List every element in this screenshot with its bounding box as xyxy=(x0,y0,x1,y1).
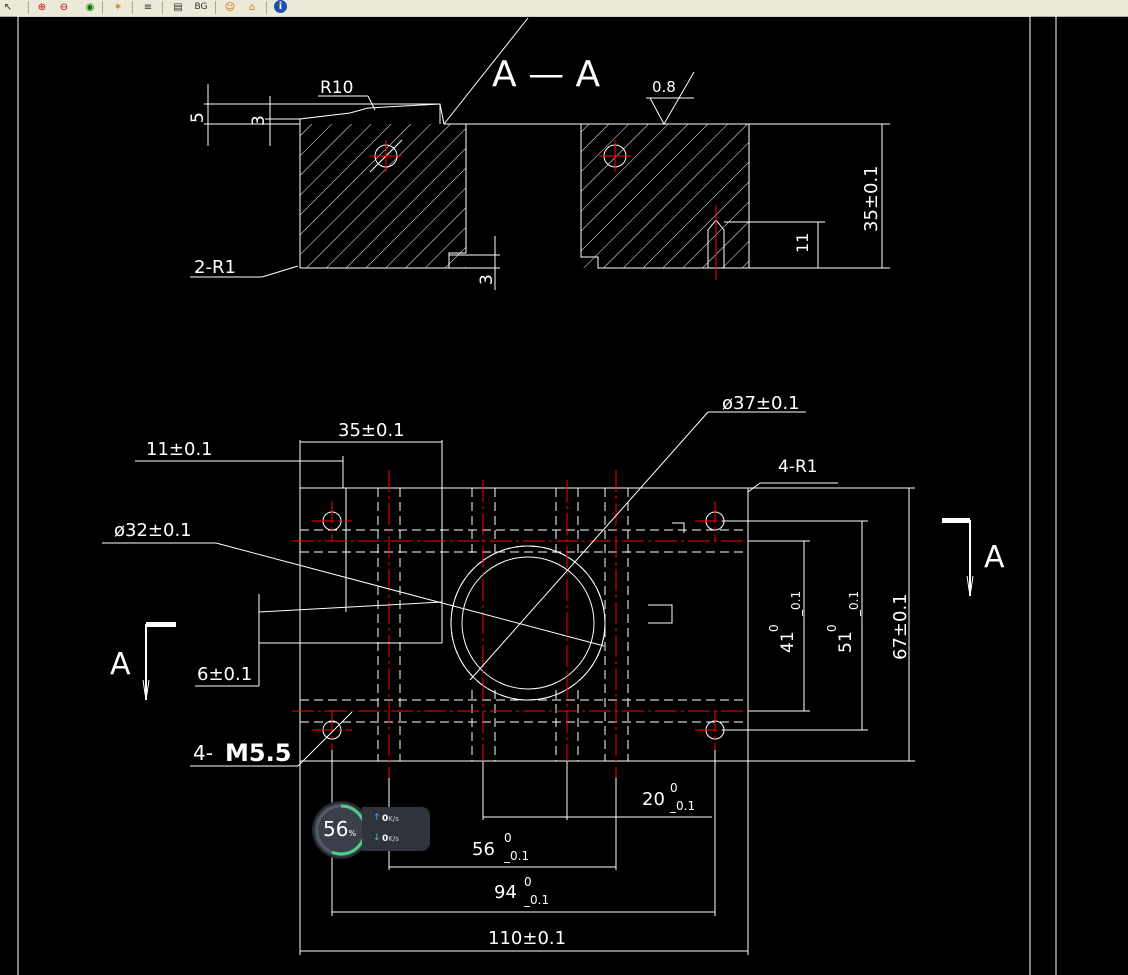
toolbar-separator xyxy=(162,1,163,14)
drawing-frame xyxy=(17,16,1057,975)
upload-arrow-icon: ↑ xyxy=(373,813,381,823)
dim20-tol-zero: 0 xyxy=(670,781,678,795)
roughness-label: 0.8 xyxy=(652,78,676,96)
dia32-label: ø32±0.1 xyxy=(114,520,192,541)
section-mark-right: A xyxy=(984,540,1005,575)
dim35-plan-label: 35±0.1 xyxy=(338,420,405,441)
r1-plan-label: 4-R1 xyxy=(778,457,818,477)
download-arrow-icon: ↓ xyxy=(373,833,381,843)
toolbar-separator xyxy=(102,1,103,14)
upload-unit: K/s xyxy=(388,815,399,823)
section-arrows xyxy=(142,518,974,701)
dim51-tol-neg: _0.1 xyxy=(847,591,861,617)
toolbar-separator xyxy=(132,1,133,14)
zoom-previous-icon[interactable]: ⊖ xyxy=(59,1,69,13)
download-unit: K/s xyxy=(388,835,399,843)
usage-dial: 56% xyxy=(312,801,370,859)
network-speed-widget[interactable]: 56% ↑ ↓ 0K/s 0K/s xyxy=(312,801,430,859)
match-properties-icon[interactable]: ✶ xyxy=(113,1,123,13)
section-title: A — A xyxy=(492,54,601,95)
plan-dimensions xyxy=(102,411,915,955)
layer-icon[interactable]: ≡ xyxy=(143,1,153,13)
pan-icon[interactable]: ◉ xyxy=(85,1,95,13)
plan-text: 11±0.1 35±0.1 ø37±0.1 4-R1 ø32±0.1 6±0.1… xyxy=(110,393,1005,949)
thread-prefix-label: 4- xyxy=(193,741,213,765)
dim94-label: 94 xyxy=(494,882,517,903)
plan-view xyxy=(299,440,749,762)
dim56-label: 56 xyxy=(472,839,495,860)
dim41-tol-zero: 0 xyxy=(767,624,781,632)
dim41-label: 41 xyxy=(778,631,798,653)
dim94-tol-zero: 0 xyxy=(524,875,532,889)
user-icon[interactable]: ☺ xyxy=(224,1,236,13)
plan-centerlines xyxy=(292,470,760,778)
zoom-window-icon[interactable]: ⊕ xyxy=(37,1,47,13)
toolbar-separator xyxy=(28,1,29,14)
toolbar: ↖ ⊕ ⊖ ◉ ✶ ≡ ▤ BG ☺ ⌂ i xyxy=(0,0,1128,17)
cad-drawing-canvas[interactable]: A — A R10 5 3 0.8 35±0.1 11 3 2-R1 xyxy=(0,16,1128,975)
dia37-label: ø37±0.1 xyxy=(722,393,800,414)
rate-panel: ↑ ↓ 0K/s 0K/s xyxy=(362,807,430,851)
bg-label: BG xyxy=(194,2,208,12)
r1-label: 2-R1 xyxy=(194,257,236,278)
dim3-bottom-label: 3 xyxy=(477,274,497,285)
dim3-top-label: 3 xyxy=(249,115,269,126)
dim35-label: 35±0.1 xyxy=(861,165,882,232)
dim11-label: 11 xyxy=(793,233,812,253)
dim51-label: 51 xyxy=(836,631,856,653)
section-text: A — A R10 5 3 0.8 35±0.1 11 3 2-R1 xyxy=(188,54,882,285)
plan-hidden-lines xyxy=(300,488,748,761)
dim20-label: 20 xyxy=(642,789,665,810)
bg-icon[interactable]: BG xyxy=(192,0,210,14)
upload-rate: 0 xyxy=(382,814,389,824)
section-view xyxy=(299,17,750,269)
download-rate: 0 xyxy=(382,834,389,844)
r10-label: R10 xyxy=(320,78,353,98)
thread-label: M5.5 xyxy=(225,739,291,767)
cursor-icon[interactable]: ↖ xyxy=(3,1,13,13)
dim56-tol-zero: 0 xyxy=(504,831,512,845)
dim110-label: 110±0.1 xyxy=(488,928,566,949)
usage-percent-unit: % xyxy=(348,829,357,838)
dim51-tol-zero: 0 xyxy=(825,624,839,632)
dim56-tol-neg: _0.1 xyxy=(503,849,529,863)
dim5-label: 5 xyxy=(188,112,208,123)
info-icon[interactable]: i xyxy=(274,0,287,13)
section-dimensions xyxy=(190,71,890,290)
print-preview-icon[interactable]: ▤ xyxy=(173,1,183,13)
section-mark-left: A xyxy=(110,647,131,682)
home-icon[interactable]: ⌂ xyxy=(248,1,256,13)
dim20-tol-neg: _0.1 xyxy=(669,799,695,813)
dim41-tol-neg: _0.1 xyxy=(789,591,803,617)
dim11-plan-label: 11±0.1 xyxy=(146,439,213,460)
toolbar-separator xyxy=(266,1,267,14)
usage-percent: 56 xyxy=(323,817,349,841)
section-centerlines xyxy=(370,140,717,280)
dim67-label: 67±0.1 xyxy=(890,593,911,660)
dim94-tol-neg: _0.1 xyxy=(523,893,549,907)
dim6-label: 6±0.1 xyxy=(197,664,252,685)
toolbar-separator xyxy=(215,1,216,14)
